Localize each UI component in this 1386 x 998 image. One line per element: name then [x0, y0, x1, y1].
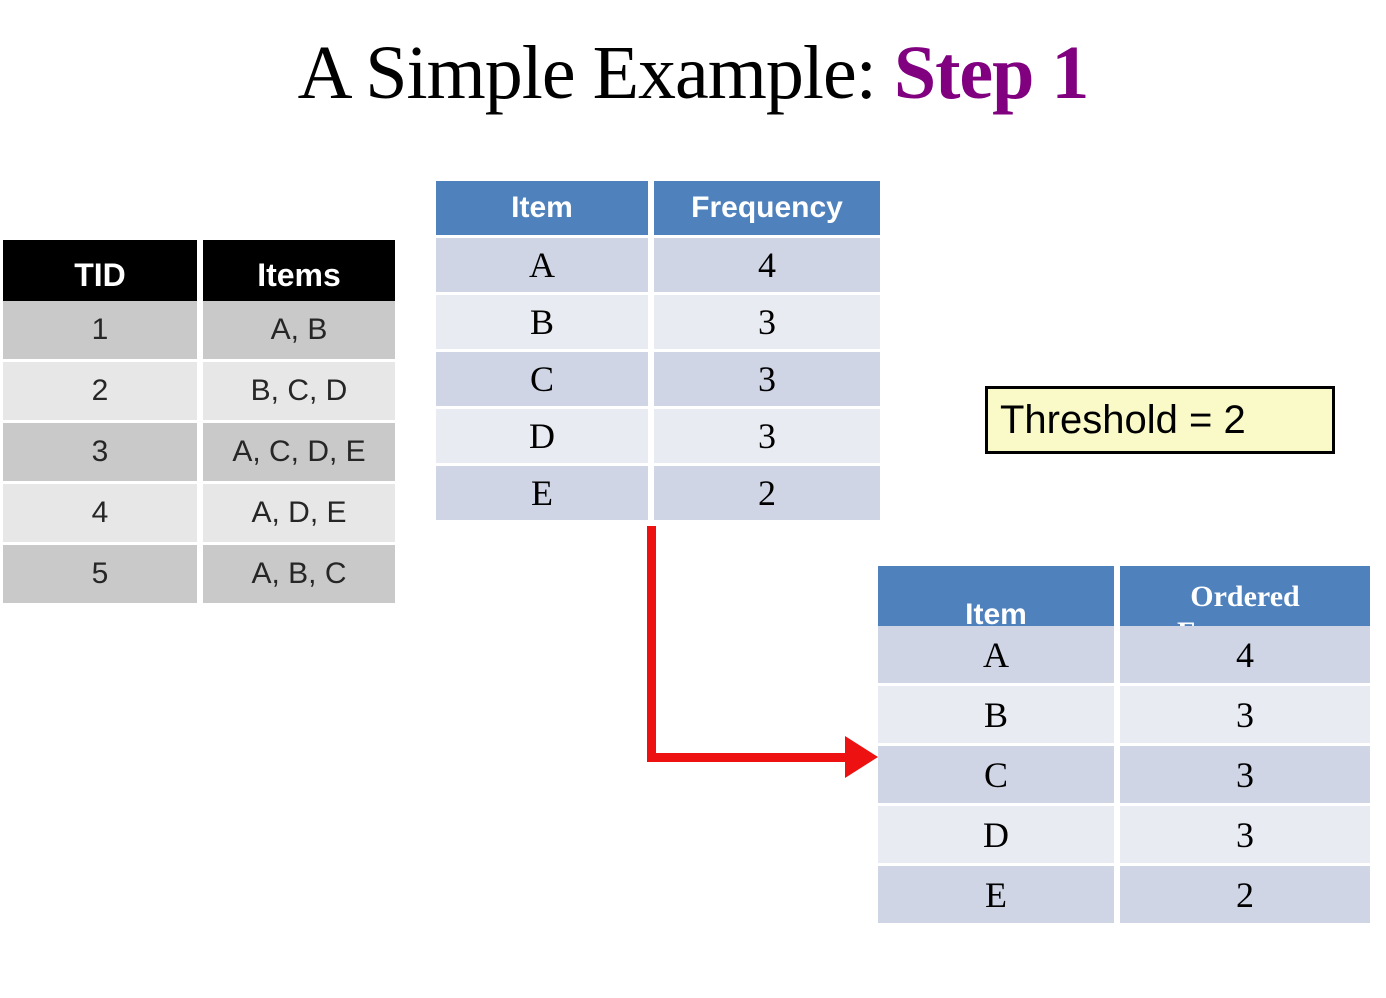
page-title-step-highlight: Step 1: [893, 31, 1090, 115]
table-cell: A: [878, 626, 1114, 683]
table-cell: 2: [1120, 866, 1370, 923]
table-cell: 4: [3, 484, 197, 542]
flow-arrow-horizontal-segment: [647, 753, 848, 762]
arrow-head-icon: [845, 736, 878, 778]
table-cell: A, C, D, E: [203, 423, 395, 481]
table-cell: 3: [1120, 806, 1370, 863]
flow-arrow-vertical-segment: [647, 526, 656, 762]
table-cell: 4: [654, 238, 880, 292]
page-title-text: A Simple Example:: [297, 31, 894, 115]
column-header-frequency: Frequency: [654, 181, 880, 235]
table-cell: 4: [1120, 626, 1370, 683]
table-cell: 2: [3, 362, 197, 420]
table-cell: B: [436, 295, 648, 349]
column-header-tid: TID: [3, 240, 197, 311]
table-cell: 3: [654, 352, 880, 406]
table-cell: 3: [654, 409, 880, 463]
column-header-items: Items: [203, 240, 395, 311]
transactions-table: TID Items 1 A, B 2 B, C, D 3 A, C, D, E …: [3, 240, 395, 603]
page-title: A Simple Example: Step 1: [0, 30, 1386, 117]
table-cell: E: [436, 466, 648, 520]
table-cell: C: [878, 746, 1114, 803]
table-cell: B: [878, 686, 1114, 743]
threshold-label: Threshold = 2: [1000, 397, 1246, 442]
table-cell: C: [436, 352, 648, 406]
table-cell: A: [436, 238, 648, 292]
table-cell: 5: [3, 545, 197, 603]
table-cell: A, B: [203, 301, 395, 359]
frequency-table: Item Frequency A 4 B 3 C 3 D 3 E 2: [436, 181, 880, 520]
column-header-item: Item: [436, 181, 648, 235]
ordered-frequency-table: Item Ordered Frequency A 4 B 3 C 3 D 3 E…: [878, 566, 1370, 923]
table-cell: A, D, E: [203, 484, 395, 542]
threshold-box: Threshold = 2: [985, 386, 1335, 454]
table-cell: 3: [1120, 746, 1370, 803]
table-cell: E: [878, 866, 1114, 923]
table-cell: D: [878, 806, 1114, 863]
table-cell: 3: [654, 295, 880, 349]
table-cell: A, B, C: [203, 545, 395, 603]
table-cell: D: [436, 409, 648, 463]
table-cell: 3: [3, 423, 197, 481]
table-cell: 1: [3, 301, 197, 359]
table-cell: 3: [1120, 686, 1370, 743]
table-cell: 2: [654, 466, 880, 520]
table-cell: B, C, D: [203, 362, 395, 420]
